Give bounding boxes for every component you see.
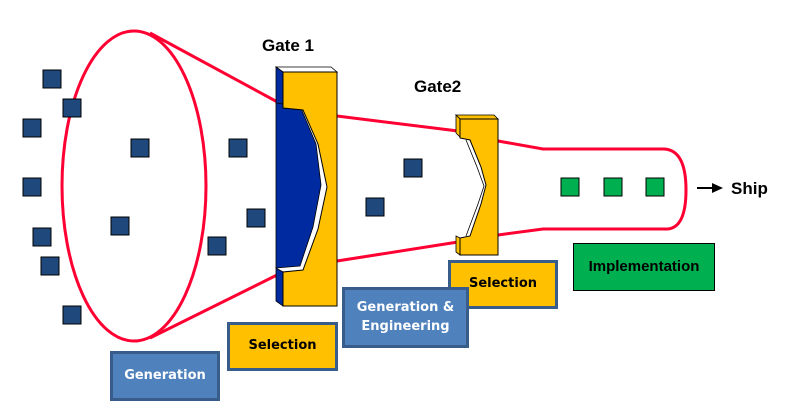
funnel-mouth-ellipse bbox=[60, 29, 208, 343]
idea-square bbox=[130, 138, 150, 158]
final-squares bbox=[560, 177, 665, 197]
ship-label: Ship bbox=[731, 179, 768, 198]
idea-square bbox=[62, 305, 82, 325]
stage-generation-label: Generation bbox=[124, 367, 206, 383]
funnel-bottom-edge bbox=[149, 270, 284, 340]
idea-square bbox=[110, 216, 130, 236]
stage-generation: Generation bbox=[110, 351, 220, 401]
arrow-right-icon bbox=[697, 183, 723, 193]
stage-selection-1: Selection bbox=[227, 322, 338, 371]
idea-square bbox=[246, 208, 266, 228]
stage-implementation: Implementation bbox=[573, 243, 715, 291]
idea-square bbox=[207, 236, 227, 256]
funnel-top-edge bbox=[149, 31, 284, 107]
idea-square bbox=[32, 227, 52, 247]
idea-square bbox=[40, 256, 60, 276]
idea-squares bbox=[22, 69, 423, 325]
final-square bbox=[645, 177, 665, 197]
stage-generation-engineering: Generation & Engineering bbox=[342, 287, 469, 348]
idea-square bbox=[365, 197, 385, 217]
gate-1-shape bbox=[274, 66, 339, 307]
idea-square bbox=[42, 69, 62, 89]
idea-square bbox=[403, 158, 423, 178]
gate-1-title: Gate 1 bbox=[262, 36, 314, 55]
final-square bbox=[603, 177, 623, 197]
gate-2-shape bbox=[455, 114, 499, 256]
funnel-mid-bottom-edge bbox=[336, 240, 459, 263]
stage-selection-2-label: Selection bbox=[468, 276, 537, 292]
funnel-mid-top-edge bbox=[336, 114, 459, 133]
stage-generation-engineering-label: Generation & Engineering bbox=[356, 299, 455, 334]
idea-square bbox=[22, 177, 42, 197]
final-square bbox=[560, 177, 580, 197]
funnel-tube bbox=[497, 139, 688, 237]
stage-implementation-label: Implementation bbox=[588, 258, 700, 276]
gate-2-title: Gate2 bbox=[414, 77, 462, 96]
idea-square bbox=[22, 118, 42, 138]
idea-square bbox=[62, 98, 82, 118]
stage-selection-1-label: Selection bbox=[248, 338, 317, 354]
idea-square bbox=[228, 138, 248, 158]
